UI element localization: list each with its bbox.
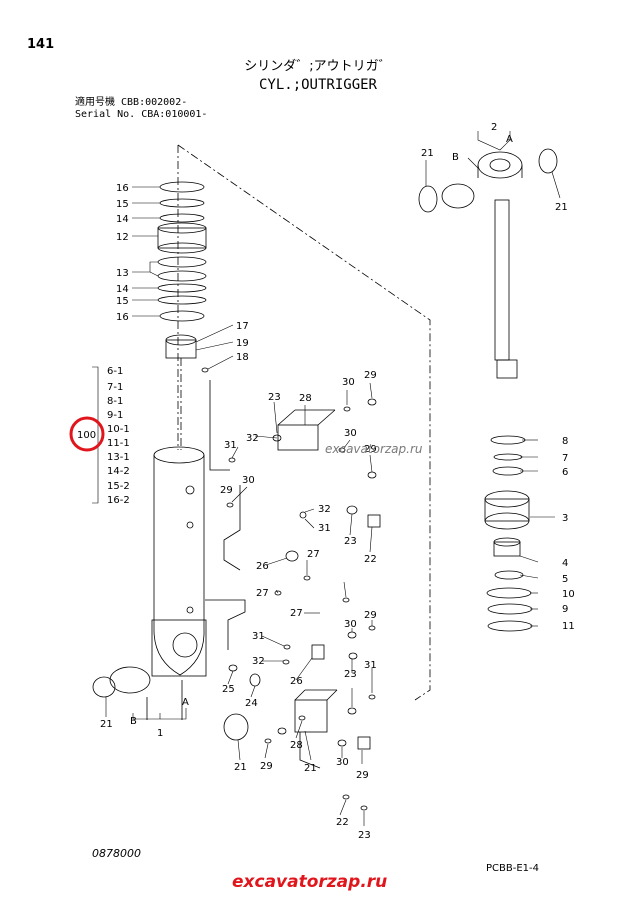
svg-text:23: 23 bbox=[344, 536, 357, 547]
svg-text:29: 29 bbox=[364, 444, 377, 455]
svg-text:27: 27 bbox=[290, 608, 303, 619]
svg-text:22: 22 bbox=[336, 817, 349, 828]
svg-text:30: 30 bbox=[344, 619, 357, 630]
svg-text:1: 1 bbox=[157, 728, 163, 739]
svg-text:31: 31 bbox=[364, 660, 377, 671]
svg-text:16: 16 bbox=[116, 183, 129, 194]
svg-text:23: 23 bbox=[344, 669, 357, 680]
svg-text:26: 26 bbox=[256, 561, 269, 572]
kit-highlight-circle bbox=[69, 416, 105, 452]
svg-text:32: 32 bbox=[318, 504, 331, 515]
valve-callouts: 28 29 30 23 31 32 30 29 29 30 32 31 23 2… bbox=[220, 370, 377, 841]
svg-text:B: B bbox=[130, 716, 137, 727]
svg-text:6: 6 bbox=[562, 467, 568, 478]
title-japanese: シリンダ゛;アウトリガ゛ bbox=[244, 59, 392, 74]
document-number: 0878000 bbox=[92, 847, 141, 860]
svg-text:21: 21 bbox=[555, 202, 568, 213]
leader-lines bbox=[92, 131, 561, 826]
svg-text:19: 19 bbox=[236, 338, 249, 349]
svg-text:21: 21 bbox=[100, 719, 113, 730]
kit-item-list: 6-1 7-1 8-1 9-1 10-1 11-1 13-1 14-2 15-2… bbox=[107, 366, 130, 506]
svg-text:14: 14 bbox=[116, 214, 129, 225]
svg-text:26: 26 bbox=[290, 676, 303, 687]
svg-text:4: 4 bbox=[562, 558, 568, 569]
upper-valve-block bbox=[209, 380, 381, 596]
svg-text:9-1: 9-1 bbox=[107, 410, 123, 421]
svg-text:28: 28 bbox=[290, 740, 303, 751]
svg-text:23: 23 bbox=[268, 392, 281, 403]
svg-text:27: 27 bbox=[256, 588, 269, 599]
svg-text:21: 21 bbox=[234, 762, 247, 773]
svg-text:25: 25 bbox=[222, 684, 235, 695]
svg-text:10-1: 10-1 bbox=[107, 424, 130, 435]
svg-text:17: 17 bbox=[236, 321, 249, 332]
lower-valve-block bbox=[205, 597, 376, 811]
serial-line-1: 適用号機 CBB:002002- bbox=[75, 97, 188, 108]
svg-text:11-1: 11-1 bbox=[107, 438, 130, 449]
svg-text:13-1: 13-1 bbox=[107, 452, 130, 463]
svg-text:7-1: 7-1 bbox=[107, 382, 123, 393]
watermark-text: excavatorzap.ru bbox=[325, 442, 423, 456]
svg-text:16: 16 bbox=[116, 312, 129, 323]
svg-text:14: 14 bbox=[116, 284, 129, 295]
svg-text:21: 21 bbox=[421, 148, 434, 159]
svg-text:30: 30 bbox=[342, 377, 355, 388]
svg-text:9: 9 bbox=[562, 604, 568, 615]
svg-text:30: 30 bbox=[242, 475, 255, 486]
svg-text:31: 31 bbox=[318, 523, 331, 534]
svg-text:15: 15 bbox=[116, 296, 129, 307]
seal-stack bbox=[157, 181, 209, 450]
svg-text:28: 28 bbox=[299, 393, 312, 404]
svg-text:29: 29 bbox=[364, 610, 377, 621]
tube-callouts: 1 A B 21 21 24 25 bbox=[100, 684, 258, 773]
page-code: PCBB-E1-4 bbox=[486, 863, 539, 874]
svg-text:24: 24 bbox=[245, 698, 258, 709]
svg-text:3: 3 bbox=[562, 513, 568, 524]
kit-number: 100 bbox=[77, 430, 96, 441]
svg-text:13: 13 bbox=[116, 268, 129, 279]
svg-text:10: 10 bbox=[562, 589, 575, 600]
svg-text:16-2: 16-2 bbox=[107, 495, 130, 506]
svg-text:31: 31 bbox=[224, 440, 237, 451]
svg-text:29: 29 bbox=[220, 485, 233, 496]
svg-text:5: 5 bbox=[562, 574, 568, 585]
svg-text:18: 18 bbox=[236, 352, 249, 363]
svg-text:29: 29 bbox=[260, 761, 273, 772]
svg-text:15: 15 bbox=[116, 199, 129, 210]
footer-brand-link[interactable]: excavatorzap.ru bbox=[232, 872, 388, 892]
rod-components bbox=[484, 435, 533, 632]
svg-text:A: A bbox=[506, 134, 513, 145]
svg-text:6-1: 6-1 bbox=[107, 366, 123, 377]
svg-text:7: 7 bbox=[562, 453, 568, 464]
svg-text:23: 23 bbox=[358, 830, 371, 841]
piston-rod bbox=[418, 148, 558, 379]
svg-text:27: 27 bbox=[307, 549, 320, 560]
svg-text:8: 8 bbox=[562, 436, 568, 447]
rod-callouts: 2 A B 21 21 8 7 6 3 4 5 10 9 11 bbox=[421, 122, 575, 632]
svg-text:B: B bbox=[452, 152, 459, 163]
svg-text:21: 21 bbox=[304, 763, 317, 774]
svg-text:32: 32 bbox=[252, 656, 265, 667]
svg-text:14-2: 14-2 bbox=[107, 466, 130, 477]
svg-text:15-2: 15-2 bbox=[107, 481, 130, 492]
cylinder-tube bbox=[92, 446, 261, 741]
svg-text:32: 32 bbox=[246, 433, 259, 444]
title-english: CYL.;OUTRIGGER bbox=[258, 77, 377, 93]
svg-text:30: 30 bbox=[336, 757, 349, 768]
svg-text:22: 22 bbox=[364, 554, 377, 565]
svg-text:8-1: 8-1 bbox=[107, 396, 123, 407]
left-stack-callouts: 16 15 14 12 13 14 15 16 17 19 18 bbox=[116, 183, 249, 363]
svg-text:30: 30 bbox=[344, 428, 357, 439]
page-number: 141 bbox=[27, 37, 55, 52]
svg-text:11: 11 bbox=[562, 621, 575, 632]
svg-text:29: 29 bbox=[356, 770, 369, 781]
svg-text:29: 29 bbox=[364, 370, 377, 381]
serial-line-2: Serial No. CBA:010001- bbox=[75, 109, 208, 120]
svg-text:2: 2 bbox=[491, 122, 497, 133]
svg-text:12: 12 bbox=[116, 232, 129, 243]
svg-text:A: A bbox=[182, 697, 189, 708]
svg-text:31: 31 bbox=[252, 631, 265, 642]
